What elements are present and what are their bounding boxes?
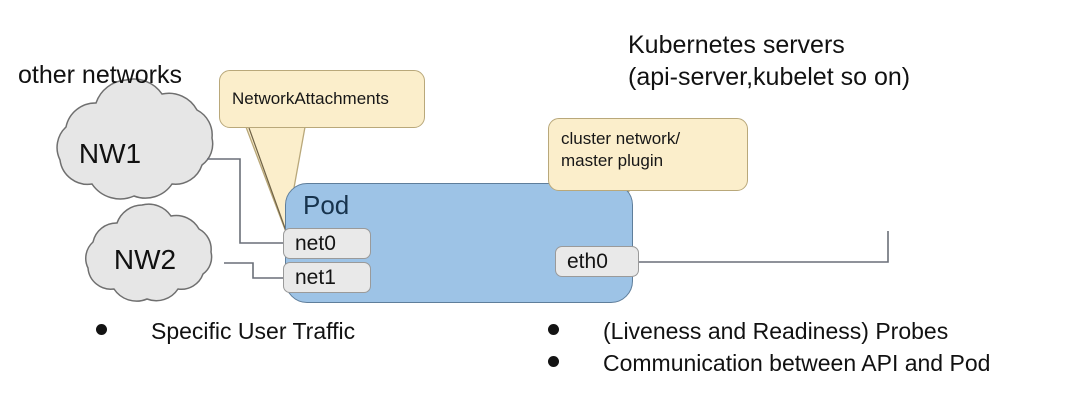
bullet-list-right: (Liveness and Readiness) Probes Communic…	[548, 318, 990, 382]
interface-net1[interactable]: net1	[283, 262, 371, 293]
bullet-dot-icon	[96, 324, 107, 335]
list-item: Communication between API and Pod	[548, 350, 990, 377]
bullet-text: Specific User Traffic	[151, 318, 356, 344]
cloud-label-nw2: NW2	[113, 244, 177, 275]
bullet-text: Communication between API and Pod	[603, 350, 991, 376]
heading-other-networks: other networks	[18, 61, 182, 89]
list-item: (Liveness and Readiness) Probes	[548, 318, 990, 345]
bullet-dot-icon	[548, 324, 559, 335]
pod-label: Pod	[303, 190, 350, 220]
bullet-text: (Liveness and Readiness) Probes	[603, 318, 949, 344]
wire-nw2-to-net1	[224, 262, 283, 279]
callout-cluster-network-line1: cluster network/	[561, 129, 681, 148]
bullet-dot-icon	[548, 356, 559, 367]
callout-network-attachments-label: NetworkAttachments	[232, 88, 389, 108]
heading-kubernetes-servers: Kubernetes servers (api-server,kubelet s…	[628, 31, 911, 91]
callout-network-attachments: NetworkAttachments	[219, 70, 425, 128]
wire-eth0-to-k8s-servers	[639, 231, 889, 263]
wire-nw1-to-net0	[207, 158, 283, 244]
callout-tail-edge-left	[248, 127, 287, 232]
callout-cluster-network-line2: master plugin	[561, 151, 664, 171]
interface-net0[interactable]: net0	[283, 228, 371, 259]
callout-cluster-network: cluster network/ master plugin	[548, 118, 748, 191]
list-item: Specific User Traffic	[96, 318, 355, 345]
interface-eth0[interactable]: eth0	[555, 246, 639, 277]
cloud-label-nw1: NW1	[78, 138, 142, 169]
bullet-list-left: Specific User Traffic	[96, 318, 355, 350]
